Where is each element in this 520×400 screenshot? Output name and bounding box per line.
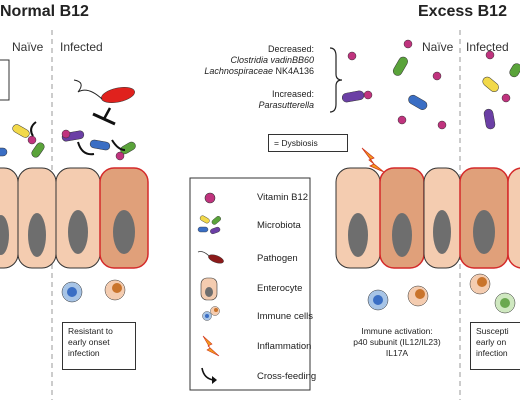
- immune-cell-nucleus: [373, 295, 383, 305]
- decreased-taxon-1: Clostridia vadinBB60: [230, 55, 314, 65]
- right-outcome-box: Suscepti early on infection: [470, 322, 520, 370]
- legend-pathogen-label: Pathogen: [257, 253, 298, 264]
- right-microbiota: [341, 39, 520, 130]
- cross-feeding-arrow: [30, 121, 37, 137]
- immune-activation-text: Immune activation: p40 subunit (IL12/IL2…: [338, 326, 456, 359]
- immune-cell-nucleus: [477, 277, 487, 287]
- decreased-taxon-2: Lachnospiraceae NK4A136: [154, 66, 314, 77]
- pathogen-icon: [101, 87, 135, 103]
- microbe: [89, 139, 111, 151]
- pathogen-icon: [197, 251, 224, 264]
- right-outcome-line-1: Suscepti: [476, 326, 509, 336]
- immune-cell-nucleus: [500, 298, 510, 308]
- vitamin-b12: [501, 93, 511, 103]
- legend-vitamin-b12-label: Vitamin B12: [257, 192, 309, 203]
- vitamin-b12: [347, 51, 357, 61]
- immune-cells-icon: [202, 306, 220, 321]
- microbe: [483, 108, 496, 130]
- vitamin-b12: [485, 50, 495, 60]
- cross-feeding-arrow: [77, 141, 95, 156]
- vitamin-b12: [437, 120, 447, 130]
- inflammation-icon: [202, 335, 220, 357]
- vitamin-b12: [363, 90, 373, 100]
- cross-feeding-arrow-icon: [201, 367, 217, 384]
- immune-activation-line-1: Immune activation:: [361, 326, 433, 336]
- right-panel-title: Excess B12: [418, 3, 507, 20]
- increased-label: Increased:: [271, 89, 314, 99]
- left-outcome-line-2: early onset: [68, 337, 110, 347]
- legend-enterocyte-label: Enterocyte: [257, 283, 303, 294]
- vitamin-b12: [403, 39, 413, 49]
- right-infected-label: Infected: [466, 40, 509, 54]
- vitamin-b12: [27, 135, 37, 145]
- vitamin-b12: [61, 129, 71, 139]
- microbe: [392, 56, 408, 76]
- left-naive-label: Naïve: [12, 40, 44, 54]
- legend-cross-feeding-label: Cross-feeding: [257, 371, 317, 382]
- inhibition-line: [102, 107, 112, 120]
- right-outcome-line-3: infection: [476, 348, 508, 358]
- brace: [329, 47, 343, 113]
- microbe: [408, 94, 428, 110]
- legend-microbiota-label: Microbiota: [257, 220, 301, 231]
- nucleus: [348, 213, 368, 257]
- microbe: [31, 142, 45, 158]
- immune-cell-nucleus: [67, 287, 77, 297]
- microbiota-changes: Decreased: Clostridia vadinBB60 Lachnosp…: [154, 44, 314, 111]
- left-outcome-line-3: infection: [68, 348, 100, 358]
- immune-activation-line-2: p40 subunit (IL12/IL23): [353, 337, 441, 347]
- nucleus: [113, 210, 135, 254]
- decreased-taxon-2-genus: Lachnospiraceae: [204, 66, 273, 76]
- pathogen-flagella: [73, 79, 103, 100]
- cropped-box: [0, 59, 10, 101]
- pathogen-blocked: [73, 79, 135, 126]
- microbe: [0, 147, 8, 157]
- nucleus: [392, 213, 412, 257]
- microbe: [341, 90, 365, 103]
- nucleus: [473, 210, 495, 254]
- left-infected-label: Infected: [60, 40, 103, 54]
- vitamin-b12: [115, 151, 125, 161]
- cross-feeding-arrow: [111, 139, 126, 151]
- nucleus: [0, 215, 9, 255]
- nucleus: [68, 210, 88, 254]
- left-outcome-box: Resistant to early onset infection: [62, 322, 136, 370]
- left-outcome-line-1: Resistant to: [68, 326, 113, 336]
- right-naive-label: Naïve: [422, 40, 454, 54]
- increased-taxon-1: Parasutterella: [258, 100, 314, 110]
- microbe: [482, 76, 499, 93]
- enterocyte: [507, 167, 520, 269]
- immune-cell-nucleus: [415, 289, 425, 299]
- enterocyte-icon: [200, 277, 218, 301]
- microbe: [12, 124, 30, 138]
- dysbiosis-box: = Dysbiosis: [268, 134, 348, 152]
- nucleus: [433, 210, 451, 254]
- right-epithelium: [335, 167, 520, 269]
- nucleus: [28, 213, 46, 257]
- immune-activation-line-3: IL17A: [385, 348, 409, 358]
- vitamin-b12: [397, 115, 407, 125]
- microbe: [509, 63, 520, 78]
- left-panel-title: Normal B12: [0, 3, 89, 20]
- immune-cell-nucleus: [112, 283, 122, 293]
- left-microbiota: [0, 121, 136, 161]
- legend-immune-cells-label: Immune cells: [257, 311, 313, 322]
- inhibition-bar: [92, 112, 116, 126]
- microbiota-icon: [197, 215, 221, 235]
- vitamin-b12-icon: [204, 192, 216, 204]
- right-outcome-line-2: early on: [476, 337, 507, 347]
- decreased-label: Decreased:: [267, 44, 314, 54]
- left-epithelium: [0, 167, 149, 269]
- decreased-taxon-2-strain: NK4A136: [272, 66, 314, 76]
- vitamin-b12: [432, 71, 442, 81]
- legend-inflammation-label: Inflammation: [257, 341, 312, 352]
